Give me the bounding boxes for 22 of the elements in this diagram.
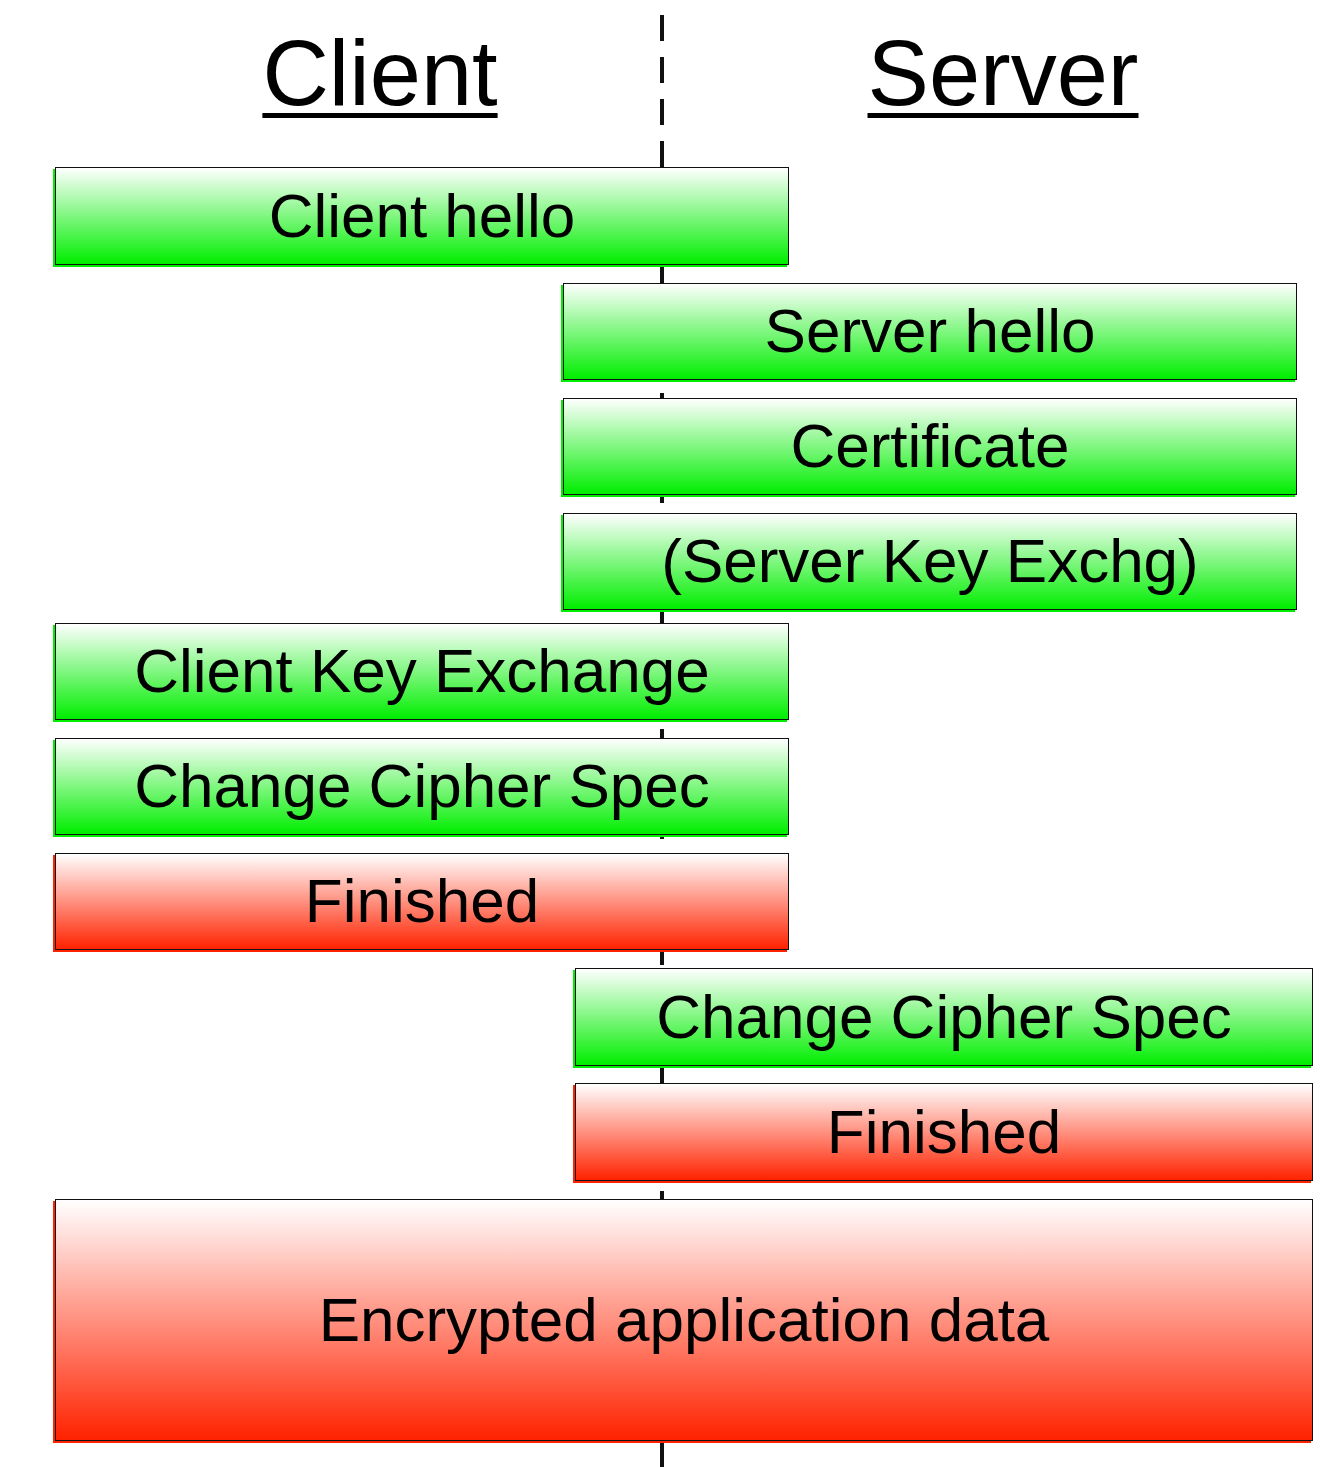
message-box — [55, 623, 789, 720]
message-label: (Server Key Exchg) — [661, 527, 1199, 596]
message-box — [575, 1083, 1313, 1181]
message-box — [563, 513, 1297, 610]
message-label: Client Key Exchange — [134, 637, 710, 706]
column-heading: Server — [867, 21, 1139, 126]
message-label: Encrypted application data — [318, 1285, 1050, 1355]
message-label: Client hello — [268, 181, 576, 251]
message-box — [55, 738, 789, 835]
message-box — [55, 1199, 1313, 1441]
message-box — [55, 167, 789, 265]
message-box — [563, 398, 1297, 495]
message-label: Change Cipher Spec — [656, 982, 1232, 1052]
message-box — [563, 283, 1297, 380]
column-heading: Client — [262, 21, 498, 126]
message-label: Finished — [304, 867, 540, 936]
message-label: Server hello — [764, 297, 1096, 366]
message-box — [55, 853, 789, 950]
message-label: Change Cipher Spec — [134, 752, 710, 821]
message-box — [575, 968, 1313, 1066]
message-label: Certificate — [790, 412, 1070, 481]
message-label: Finished — [826, 1097, 1062, 1167]
